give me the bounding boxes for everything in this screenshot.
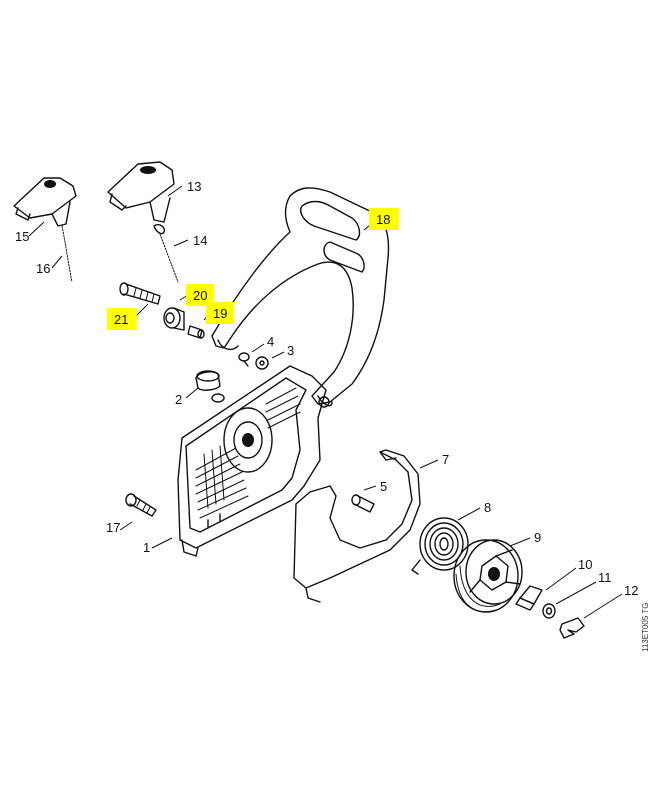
highlight-21 [107, 308, 137, 330]
handle-frame-18-drawing [211, 187, 390, 408]
starter-grip-15-drawing [13, 177, 77, 283]
screw-4-drawing [238, 352, 250, 367]
callout-labels: 15 16 13 14 18 20 19 21 4 3 2 7 5 8 17 1… [15, 179, 638, 598]
callout-11: 11 [598, 570, 612, 585]
callout-16: 16 [36, 261, 50, 276]
fan-housing-1-drawing [177, 365, 327, 557]
callout-2: 2 [175, 392, 182, 407]
rope-rotor-9-drawing [453, 539, 523, 613]
rewind-spring-8-drawing [411, 517, 469, 575]
highlight-20 [186, 284, 214, 306]
reference-code: 113ET005 TG [641, 602, 650, 652]
callout-18: 18 [376, 212, 390, 227]
callout-21: 21 [114, 312, 128, 327]
highlight-18 [369, 208, 399, 230]
callout-3: 3 [287, 343, 294, 358]
highlight-19 [206, 302, 234, 324]
washer-11-drawing [542, 603, 556, 619]
callout-8: 8 [484, 500, 491, 515]
callout-19: 19 [213, 306, 227, 321]
spring-clip-12-drawing [559, 617, 585, 639]
callout-9: 9 [534, 530, 541, 545]
pawl-10-drawing [515, 585, 543, 611]
grommet-2-drawing [195, 370, 221, 391]
callout-10: 10 [578, 557, 592, 572]
long-screw-21-drawing [119, 282, 161, 305]
spring-pin-5-drawing [351, 494, 375, 513]
annular-buffer-20-drawing [163, 307, 185, 331]
callout-14: 14 [193, 233, 207, 248]
callout-15: 15 [15, 229, 29, 244]
highlight-boxes [107, 208, 399, 330]
callout-5: 5 [380, 479, 387, 494]
callout-20: 20 [193, 288, 207, 303]
screw-insert-19-drawing [187, 325, 205, 339]
callout-7: 7 [442, 452, 449, 467]
callout-1: 1 [143, 540, 150, 555]
callout-4: 4 [267, 334, 274, 349]
callout-12: 12 [624, 583, 638, 598]
starter-grip-13-drawing [107, 161, 179, 283]
callout-13: 13 [187, 179, 201, 194]
callout-17: 17 [106, 520, 120, 535]
washer-3-drawing [255, 356, 269, 370]
guide-plate-7-drawing [293, 449, 421, 603]
screw-17-drawing [125, 493, 157, 517]
leader-lines [28, 185, 623, 619]
